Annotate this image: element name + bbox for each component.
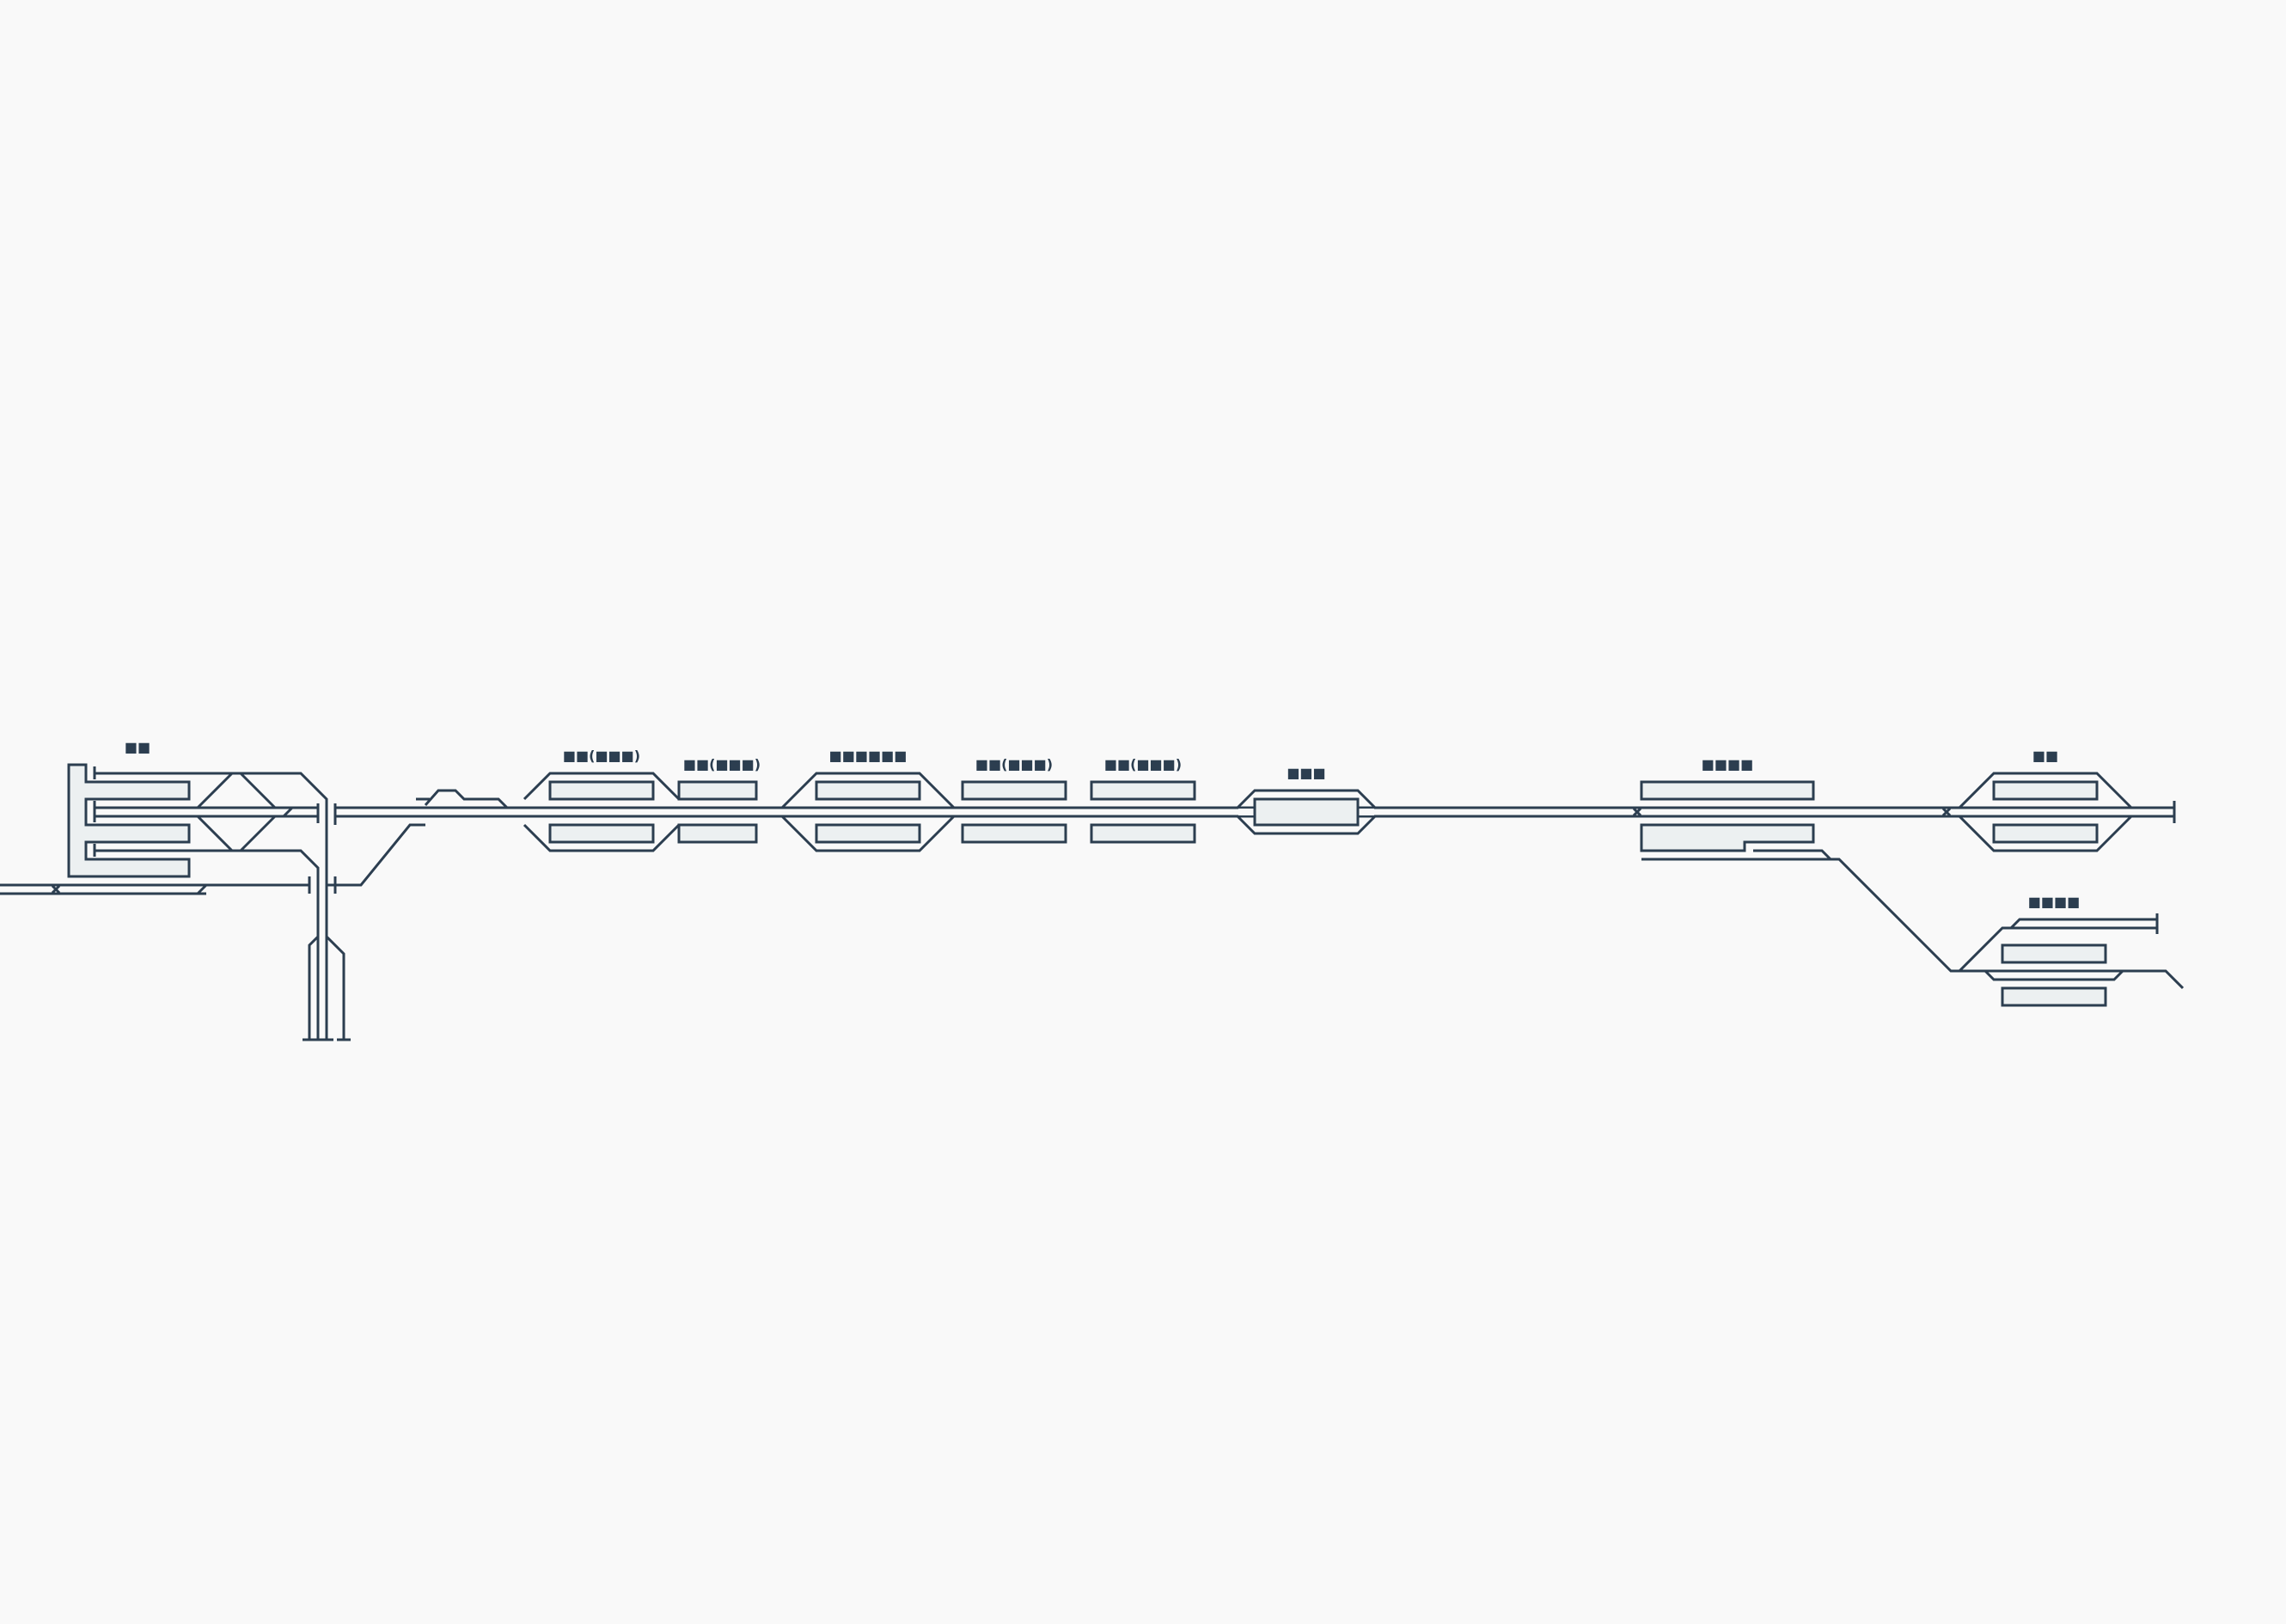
platform[interactable] [961, 780, 1067, 801]
lower-line-b [0, 883, 208, 895]
platform-stepped[interactable] [1640, 823, 1815, 852]
platform[interactable] [815, 823, 921, 844]
station-s7: ■■■ [1236, 765, 1377, 835]
station-label: ■■(■■■) [975, 756, 1053, 772]
platform[interactable] [2001, 986, 2107, 1007]
platform[interactable] [677, 780, 758, 801]
platform[interactable] [548, 780, 655, 801]
platform[interactable] [677, 823, 758, 844]
branch-vertical-2 [325, 935, 345, 1040]
platform[interactable] [815, 780, 921, 801]
siding [1753, 849, 1832, 861]
station-s3: ■■(■■■) [677, 756, 761, 844]
branch-main [1951, 969, 2185, 990]
station-label: ■■(■■■) [563, 748, 640, 764]
station-s2: ■■(■■■) [523, 748, 681, 852]
branch-connector [327, 823, 425, 887]
siding-small [416, 789, 509, 809]
platform[interactable] [1090, 780, 1196, 801]
station-label: ■■ [2032, 748, 2058, 764]
platform[interactable] [548, 823, 655, 844]
station-label: ■■■ [1287, 765, 1325, 781]
station-s8: ■■■■ [1632, 756, 1959, 973]
station-label: ■■(■■■) [683, 756, 761, 772]
platform[interactable] [961, 823, 1067, 844]
station-s5: ■■(■■■) [961, 756, 1067, 844]
station-label: ■■■■■■ [829, 748, 908, 764]
crossing-x-left [51, 884, 61, 894]
station-s6: ■■(■■■) [1090, 756, 1196, 844]
station-s10: ■■■■ [1951, 894, 2185, 1007]
platform[interactable] [1640, 780, 1815, 801]
crossing-x [1941, 807, 1952, 817]
crossing-x [1632, 807, 1642, 817]
platform[interactable] [1992, 823, 2099, 844]
station-terminal-left: ■■ [0, 739, 351, 1041]
platform[interactable] [1090, 823, 1196, 844]
station-label: ■■■■ [1702, 756, 1753, 772]
station-label: ■■ [125, 739, 150, 755]
platform[interactable] [1992, 780, 2099, 801]
crossover [196, 772, 294, 852]
platform[interactable] [2001, 943, 2107, 964]
station-label: ■■(■■■) [1104, 756, 1182, 772]
station-s4: ■■■■■■ [780, 748, 956, 852]
platform-island[interactable] [1253, 797, 1360, 827]
branch-line [1641, 858, 1959, 973]
terminal-platform-comb[interactable] [67, 763, 191, 878]
terminal-track-3 [95, 849, 320, 1040]
terminal-track-1 [95, 772, 328, 1040]
station-s9: ■■ [1941, 748, 2133, 852]
station-label: ■■■■ [2028, 894, 2080, 910]
